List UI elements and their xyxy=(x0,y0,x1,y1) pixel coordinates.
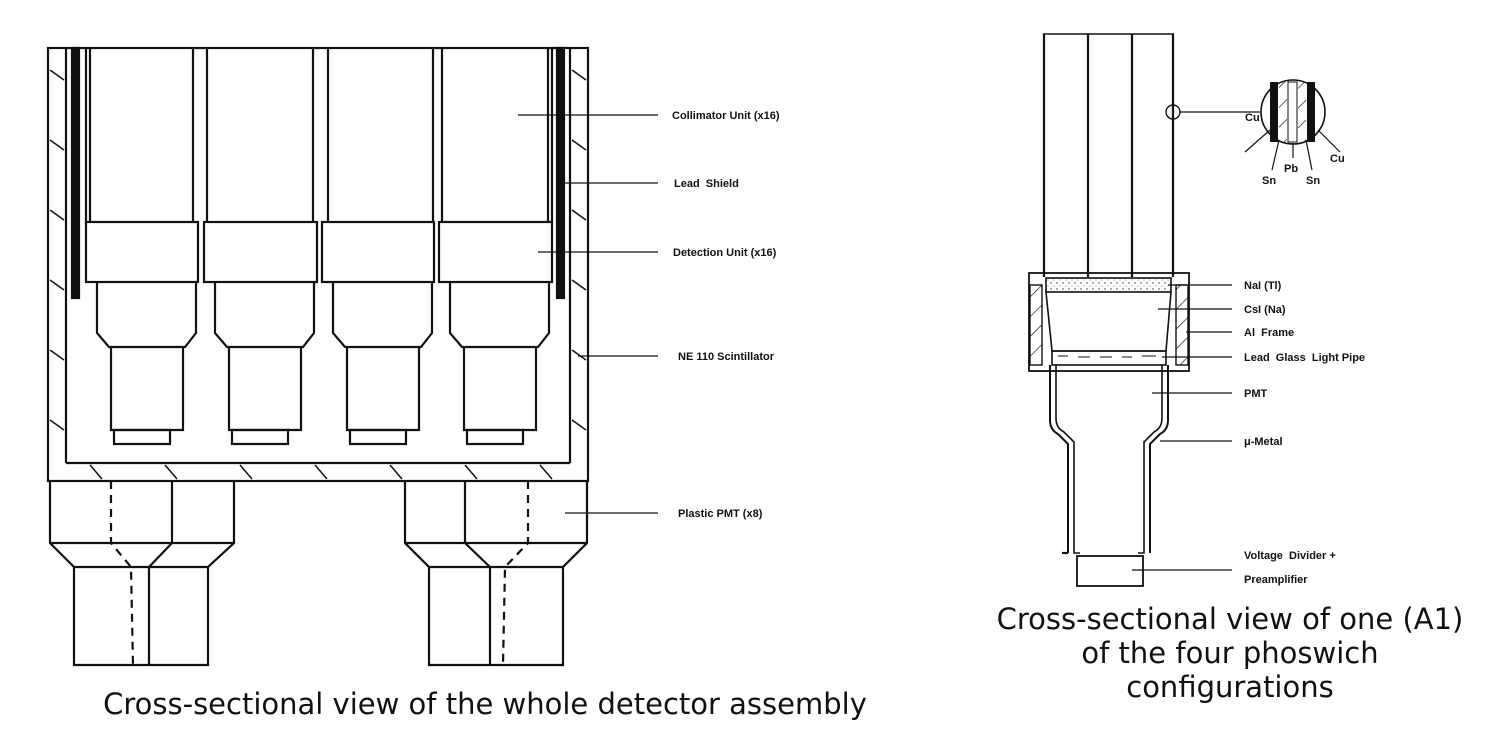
label-pmt: PMT xyxy=(1244,388,1268,400)
inset-label-cu-left: Cu xyxy=(1245,112,1260,124)
label-mu-metal: μ-Metal xyxy=(1244,436,1283,448)
label-nai: NaI (Tl) xyxy=(1244,280,1282,292)
label-plastic-pmt: Plastic PMT (x8) xyxy=(678,508,763,520)
left-leader-lines xyxy=(518,114,658,514)
al-frame xyxy=(1028,272,1190,372)
light-pipe xyxy=(1051,350,1167,366)
unit-column-2 xyxy=(202,48,319,446)
inset-label-sn-right: Sn xyxy=(1306,175,1320,187)
right-caption-line-2: of the four phoswich xyxy=(1081,636,1379,670)
label-preamplifier: Preamplifier xyxy=(1244,574,1308,586)
unit-column-4 xyxy=(437,48,554,446)
right-caption-line-3: configurations xyxy=(1126,670,1334,704)
label-detection-unit: Detection Unit (x16) xyxy=(673,247,777,259)
right-labels: Cu Sn Pb Sn Cu NaI (Tl) CsI (Na) Al Fram… xyxy=(1244,112,1365,586)
outer-housing xyxy=(46,46,590,483)
right-leader-lines xyxy=(1132,284,1232,571)
label-ne110-scintillator: NE 110 Scintillator xyxy=(678,351,775,363)
label-voltage-divider: Voltage Divider + xyxy=(1244,550,1336,562)
detector-assembly-drawing xyxy=(46,46,658,667)
unit-column-1 xyxy=(84,48,200,446)
inset-label-pb: Pb xyxy=(1284,163,1298,175)
scintillator-hatch xyxy=(49,69,587,480)
plastic-pmt-left xyxy=(48,481,236,667)
mu-metal-left xyxy=(1049,365,1069,553)
unit-column-3 xyxy=(320,48,436,446)
left-caption: Cross-sectional view of the whole detect… xyxy=(103,687,867,721)
lead-shield-left xyxy=(70,46,81,300)
voltage-divider xyxy=(1076,555,1144,587)
label-collimator-unit: Collimator Unit (x16) xyxy=(672,110,780,122)
material-inset xyxy=(1244,79,1341,171)
light-pipe-dashes xyxy=(1058,355,1156,358)
label-al-frame: Al Frame xyxy=(1244,327,1294,339)
csi-crystal xyxy=(1045,291,1172,352)
right-caption-line-1: Cross-sectional view of one (A1) xyxy=(996,602,1464,636)
left-labels: Collimator Unit (x16) Lead Shield Detect… xyxy=(672,110,780,520)
phoswich-drawing xyxy=(1028,33,1341,587)
inset-label-cu-right: Cu xyxy=(1330,153,1345,165)
lead-shield-right xyxy=(555,46,566,300)
label-light-pipe: Lead Glass Light Pipe xyxy=(1244,352,1365,364)
right-caption: Cross-sectional view of one (A1) of the … xyxy=(975,602,1485,704)
label-csi: CsI (Na) xyxy=(1244,304,1286,316)
nai-crystal xyxy=(1045,277,1172,293)
label-lead-shield: Lead Shield xyxy=(674,178,739,190)
mu-metal-right xyxy=(1149,365,1169,553)
inset-label-sn-left: Sn xyxy=(1262,175,1276,187)
plastic-pmt-right xyxy=(403,481,589,667)
